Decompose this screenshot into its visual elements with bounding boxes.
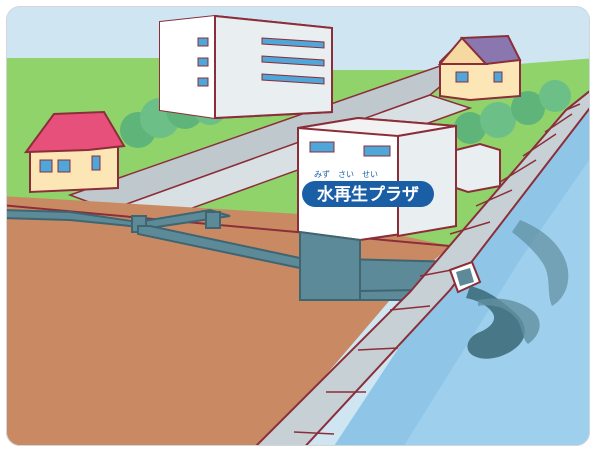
annex-building	[456, 144, 500, 192]
plant-name-text: 水再生プラザ	[317, 184, 419, 205]
plant-name-ruby-3: せい	[362, 170, 378, 179]
plant-name-ruby-2: さい	[338, 170, 354, 179]
office-building	[160, 16, 332, 118]
plant-name-ruby-1: みず	[314, 169, 330, 179]
